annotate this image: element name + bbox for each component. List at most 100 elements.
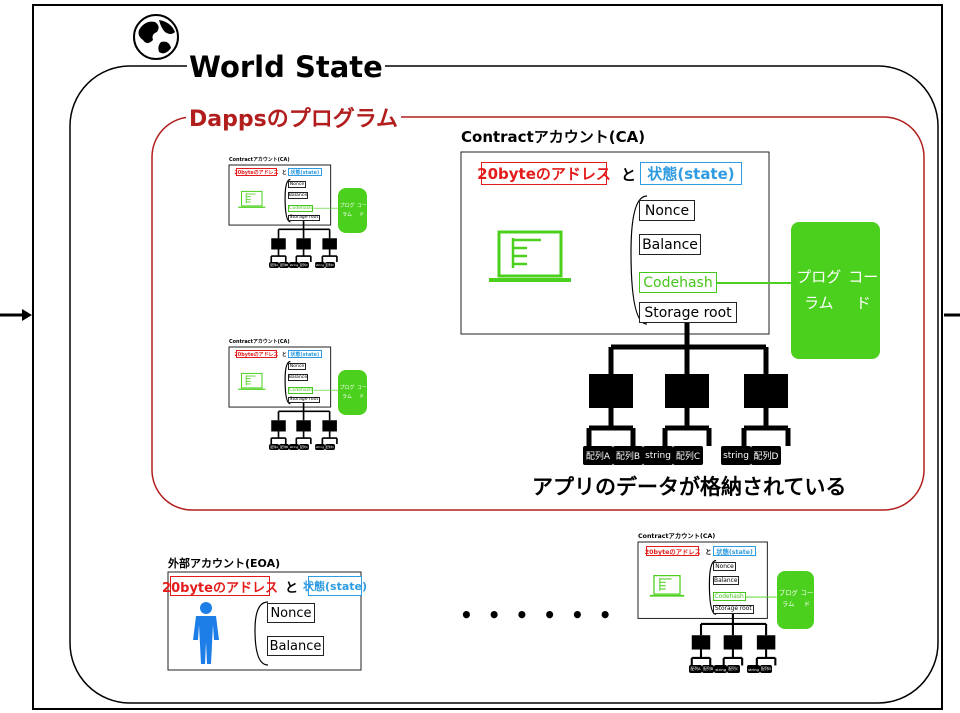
ca-small-1-field-3: Storage root (287, 214, 321, 222)
ca-small-2-and: と (281, 351, 287, 358)
ca-small-3-program-code-line-1: コード (800, 590, 814, 609)
ca-small-1-program-code-line-1: コード (356, 203, 367, 218)
ca-small-3-tree-node-1 (723, 635, 743, 650)
dapps-program-label: Dappsのプログラム (186, 101, 402, 133)
person-icon (193, 602, 219, 664)
world-state-label: World State (187, 50, 385, 84)
eoa-balance: Balance (267, 636, 324, 656)
ca-small-3-laptop-icon (649, 574, 685, 597)
ca-small-3-title: Contractアカウント(CA) (638, 533, 716, 541)
ca-small-3-field-2: Codehash (712, 592, 746, 602)
eoa-address: 20byteのアドレス (162, 576, 278, 596)
ca-small-3-and: と (705, 549, 712, 557)
eoa-and: と (285, 581, 299, 596)
ca-small-2-field-1: Balance (287, 374, 309, 381)
outer-border (32, 4, 943, 710)
ca-small-1-address: 20byteのアドレス (234, 168, 279, 176)
ca-small-1-leaf-4: string (314, 262, 325, 269)
ca-main-leaf-5: 配列D (751, 446, 781, 465)
ca-small-1-state: 状態(state) (288, 168, 322, 176)
ca-small-2-laptop-icon (238, 372, 266, 390)
storage-caption: アプリのデータが格納されている (532, 475, 847, 499)
ca-small-3-leaf-0: 配列A (689, 665, 702, 674)
ca-small-1-and: と (281, 169, 287, 176)
world-state-frame (69, 65, 939, 704)
ca-small-1-title: Contractアカウント(CA) (229, 157, 290, 164)
globe-icon (131, 12, 181, 62)
ca-small-2-field-3: Storage root (287, 396, 321, 404)
ca-main-field-0: Nonce (639, 200, 695, 221)
ca-small-1-tree-node-1 (296, 238, 311, 250)
ca-main-tree-node-1 (665, 374, 709, 408)
ca-small-2-title: Contractアカウント(CA) (229, 339, 290, 346)
ca-small-3-leaf-3: 配列C (727, 665, 740, 674)
ca-main-state: 状態(state) (640, 162, 742, 185)
ca-small-1-tree-node-2 (322, 238, 337, 250)
ca-main-leaf-2: string (643, 446, 673, 465)
eoa-brace (254, 601, 269, 666)
ca-main-program-code-line-0: プログラム (796, 268, 842, 312)
ca-small-1-laptop-icon (238, 190, 266, 208)
ca-small-3-address: 20byteのアドレス (645, 546, 701, 556)
ca-small-3-leaf-1: 配列B (701, 665, 715, 674)
ca-main-program-code-line-1: コード (848, 268, 879, 312)
eoa-state: 状態(state) (303, 576, 367, 596)
ca-main-address: 20byteのアドレス (477, 162, 611, 185)
ca-main-laptop-icon (489, 230, 571, 282)
ca-small-3-program-code: プログラムコード (776, 571, 814, 629)
eoa-title: 外部アカウント(EOA) (168, 557, 281, 570)
ca-small-3-leaf-4: string (747, 665, 760, 674)
ca-main-tree-node-0 (589, 374, 633, 408)
ca-small-1-leaf-5: 配列D (324, 262, 335, 269)
ca-small-1-program-code: プログラムコード (337, 188, 368, 234)
ca-small-3-program-code-line-0: プログラム (778, 590, 798, 609)
ca-main-tree-node-2 (744, 374, 788, 408)
ca-small-2-leaf-2: string (289, 444, 299, 451)
ca-small-1-field-2: Codehash (287, 204, 314, 212)
ca-small-1-leaf-3: 配列C (298, 262, 309, 269)
ca-small-3-field-3: Storage root (712, 605, 754, 614)
eoa-nonce: Nonce (267, 603, 315, 623)
ca-small-2-state: 状態(state) (288, 350, 322, 358)
ca-small-3-field-1: Balance (712, 576, 739, 586)
ca-main-field-1: Balance (639, 234, 701, 255)
ca-main-field-2: Codehash (639, 272, 717, 293)
ca-small-2-leaf-5: 配列D (324, 444, 335, 451)
ca-small-2-leaf-4: string (314, 444, 325, 451)
ca-small-2-tree-node-1 (296, 420, 311, 432)
ca-small-2-field-2: Codehash (287, 386, 314, 394)
ca-small-1-leaf-0: 配列A (269, 262, 280, 269)
ca-small-1-field-0: Nonce (287, 180, 307, 188)
left-arrow-head (22, 309, 32, 321)
ca-main-leaf-3: 配列C (673, 446, 703, 465)
ca-small-2-tree-node-0 (271, 420, 286, 432)
ca-small-1-tree-node-0 (271, 238, 286, 250)
ca-small-3-state: 状態(state) (713, 546, 756, 556)
ca-small-2-leaf-1: 配列B (279, 444, 290, 451)
ca-small-2-program-code-line-1: コード (356, 385, 367, 400)
ca-small-2-address: 20byteのアドレス (234, 350, 279, 358)
ca-main-leaf-0: 配列A (583, 446, 613, 465)
ca-main-leaf-1: 配列B (613, 446, 643, 465)
ca-small-2-field-0: Nonce (287, 362, 307, 370)
dapps-frame (151, 116, 925, 511)
ca-main-program-code: プログラムコード (791, 222, 880, 359)
ca-small-2-program-code: プログラムコード (337, 370, 368, 416)
ca-small-2-program-code-line-0: プログラム (339, 385, 355, 400)
ca-small-2-leaf-3: 配列C (298, 444, 309, 451)
ca-small-2-leaf-0: 配列A (269, 444, 280, 451)
ca-small-3-tree-node-2 (756, 635, 776, 650)
ca-main-leaf-4: string (721, 446, 751, 465)
ca-small-3-field-0: Nonce (712, 562, 737, 571)
ca-small-2-tree-node-2 (322, 420, 337, 432)
ca-small-3-leaf-5: 配列D (759, 665, 773, 674)
ca-main-field-3: Storage root (639, 302, 737, 323)
ca-main-and: と (621, 166, 637, 184)
ca-small-1-leaf-2: string (289, 262, 299, 269)
ca-small-1-leaf-1: 配列B (279, 262, 290, 269)
ellipsis: • • • • • • (460, 603, 616, 627)
ca-small-1-program-code-line-0: プログラム (339, 203, 355, 218)
ca-small-1-field-1: Balance (287, 192, 309, 199)
ca-small-3-leaf-2: string (714, 665, 728, 674)
